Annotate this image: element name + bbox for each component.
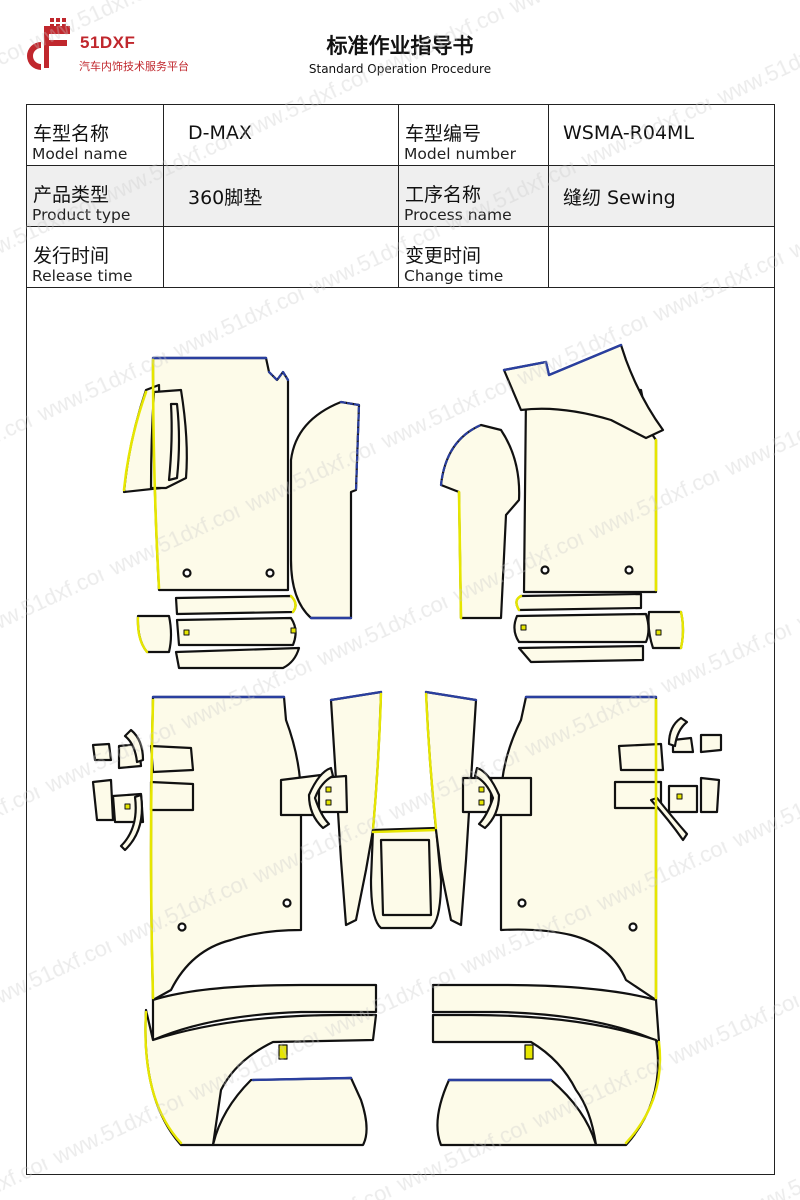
left-strip-bottom xyxy=(174,646,301,670)
process-name-label-cell: 工序名称 Process name xyxy=(398,165,549,227)
product-type-label-cell: 产品类型 Product type xyxy=(26,165,164,227)
document-title: 标准作业指导书 xyxy=(326,34,474,58)
release-time-label-cn: 发行时间 xyxy=(33,245,110,267)
rear-left-mat-piece xyxy=(149,695,303,1002)
model-number-label-cell: 车型编号 Model number xyxy=(398,104,549,166)
left-strip-middle xyxy=(175,616,297,647)
model-number-value-cell: WSMA-R04ML xyxy=(548,104,775,166)
left-side-part-f xyxy=(149,780,195,812)
change-time-label-en: Change time xyxy=(404,267,504,285)
pattern-drawing-area xyxy=(26,288,775,1175)
right-strip-top xyxy=(515,592,643,612)
left-side-part-c xyxy=(149,744,195,774)
release-time-label-cell: 发行时间 Release time xyxy=(26,226,164,288)
right-strip-middle xyxy=(513,612,650,644)
model-name-label-cn: 车型名称 xyxy=(33,123,110,145)
info-row-time: 发行时间 Release time 变更时间 Change time xyxy=(26,226,775,288)
center-tunnel-inner xyxy=(379,838,433,917)
release-time-value-cell xyxy=(163,226,399,288)
rear-left-bottom-edge xyxy=(211,1076,368,1147)
right-tunnel-piece xyxy=(439,423,521,620)
left-tunnel-piece xyxy=(289,400,361,620)
change-time-value-cell xyxy=(548,226,775,288)
model-name-value: D-MAX xyxy=(188,122,252,144)
right-side-part-d xyxy=(699,776,721,814)
model-number-label-cn: 车型编号 xyxy=(405,123,482,145)
info-row-product: 产品类型 Product type 360脚垫 工序名称 Process nam… xyxy=(26,165,775,227)
model-name-value-cell: D-MAX xyxy=(163,104,399,166)
process-name-value: 缝纫 Sewing xyxy=(563,187,676,209)
right-side-part-e xyxy=(667,784,699,814)
left-side-part-a xyxy=(91,742,113,762)
left-strip-top xyxy=(174,594,297,616)
document-header: 51DXF 汽车内饰技术服务平台 标准作业指导书 Standard Operat… xyxy=(0,0,800,100)
rear-right-bottom-edge xyxy=(436,1078,598,1147)
model-name-label-cell: 车型名称 Model name xyxy=(26,104,164,166)
model-name-label-en: Model name xyxy=(32,145,128,163)
front-left-inner-slot xyxy=(167,402,181,482)
process-name-value-cell: 缝纫 Sewing xyxy=(548,165,775,227)
left-side-part-d xyxy=(91,778,115,822)
change-time-label-cell: 变更时间 Change time xyxy=(398,226,549,288)
right-side-part-a xyxy=(699,733,723,754)
process-name-label-en: Process name xyxy=(404,206,512,224)
product-type-value-cell: 360脚垫 xyxy=(163,165,399,227)
document-subtitle: Standard Operation Procedure xyxy=(308,62,492,76)
model-number-value: WSMA-R04ML xyxy=(563,122,695,144)
floor-mat-pattern-icon xyxy=(91,343,723,1147)
info-row-model: 车型名称 Model name D-MAX 车型编号 Model number … xyxy=(26,104,775,166)
right-strip-bottom xyxy=(517,644,645,664)
release-time-label-en: Release time xyxy=(32,267,133,285)
product-type-label-en: Product type xyxy=(32,206,131,224)
model-number-label-en: Model number xyxy=(404,145,516,163)
change-time-label-cn: 变更时间 xyxy=(405,245,482,267)
process-name-label-cn: 工序名称 xyxy=(405,184,482,206)
info-table: 车型名称 Model name D-MAX 车型编号 Model number … xyxy=(26,104,775,288)
right-small-block xyxy=(647,610,685,650)
rear-right-mat-piece xyxy=(499,695,658,1002)
product-type-value: 360脚垫 xyxy=(188,187,263,209)
product-type-label-cn: 产品类型 xyxy=(33,184,110,206)
